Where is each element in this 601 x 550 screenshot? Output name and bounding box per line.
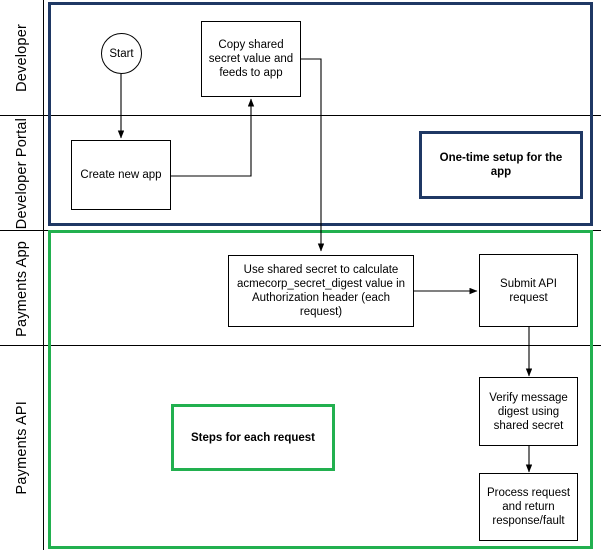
- callout-steps-each-request: Steps for each request: [171, 404, 335, 471]
- node-copy-secret-label: Copy shared secret value and feeds to ap…: [208, 39, 294, 79]
- lane-label-payments-app-text: Payments App: [13, 240, 30, 337]
- lane-label-developer-portal: Developer Portal: [0, 116, 44, 231]
- node-submit-request[interactable]: Submit API request: [479, 254, 578, 327]
- node-verify-digest-label: Verify message digest using shared secre…: [489, 391, 568, 432]
- node-submit-request-label: Submit API request: [500, 277, 557, 304]
- node-create-app[interactable]: Create new app: [71, 140, 171, 210]
- callout-steps-each-request-label: Steps for each request: [191, 431, 315, 444]
- lane-label-developer: Developer: [0, 0, 44, 116]
- node-process-request[interactable]: Process request and return response/faul…: [479, 473, 578, 541]
- callout-one-time-setup-label: One-time setup for the app: [439, 152, 563, 178]
- lane-label-payments-api: Payments API: [0, 346, 44, 550]
- lane-label-developer-portal-text: Developer Portal: [13, 117, 30, 230]
- lane-row-payments-app: [0, 231, 601, 346]
- node-verify-digest[interactable]: Verify message digest using shared secre…: [479, 377, 578, 446]
- lane-row-developer: [0, 0, 601, 116]
- callout-one-time-setup: One-time setup for the app: [419, 131, 583, 199]
- node-create-app-label: Create new app: [80, 169, 162, 181]
- node-start[interactable]: Start: [101, 33, 142, 74]
- node-copy-secret[interactable]: Copy shared secret value and feeds to ap…: [201, 21, 301, 97]
- lane-label-payments-api-text: Payments API: [13, 401, 30, 495]
- lane-label-developer-text: Developer: [13, 24, 30, 92]
- node-start-label: Start: [109, 47, 134, 60]
- node-process-request-label: Process request and return response/faul…: [486, 487, 571, 527]
- node-calculate-digest-label: Use shared secret to calculate acmecorp_…: [236, 264, 406, 318]
- node-calculate-digest[interactable]: Use shared secret to calculate acmecorp_…: [228, 255, 414, 327]
- lane-label-payments-app: Payments App: [0, 231, 44, 346]
